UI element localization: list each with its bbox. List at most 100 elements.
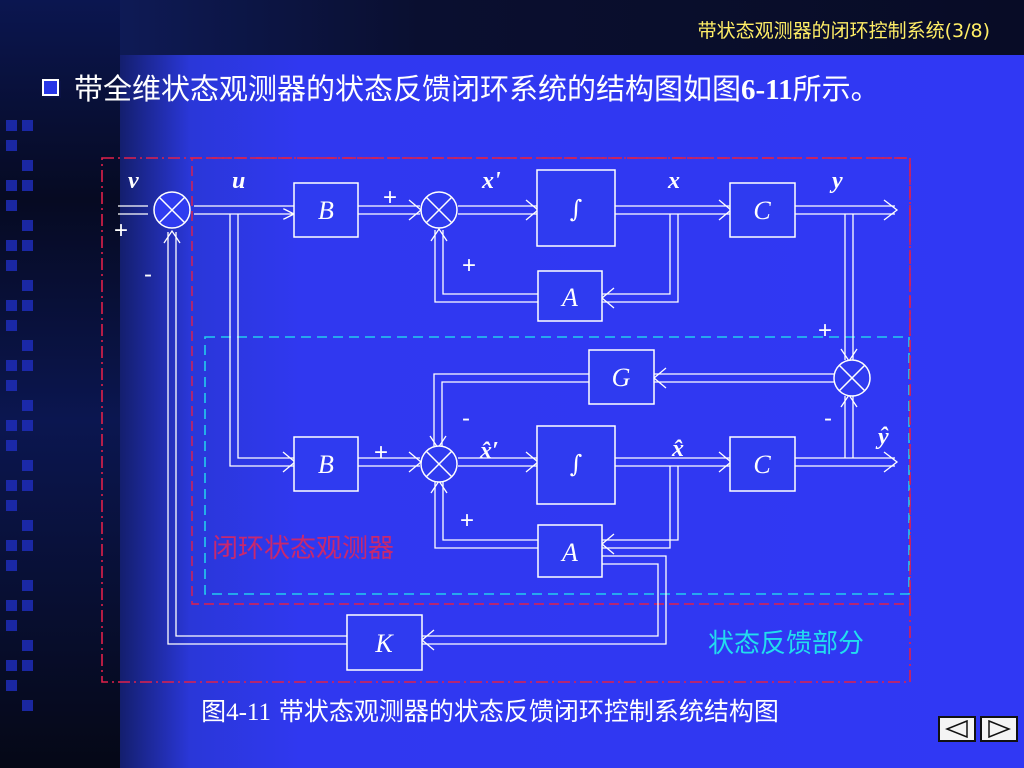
arrow-y — [883, 199, 899, 221]
sign-s4-plus-bottom: + — [460, 507, 474, 534]
arrow-into-s1-bottom — [163, 229, 181, 244]
decorative-square — [22, 180, 33, 191]
decorative-square — [6, 420, 17, 431]
decorative-square — [22, 300, 33, 311]
decorative-square — [6, 380, 17, 391]
decorative-square — [22, 400, 33, 411]
slide-title: 带状态观测器的闭环控制系统(3/8) — [697, 20, 990, 42]
state-feedback-region-border — [101, 157, 911, 683]
line-v-to-s1 — [118, 205, 148, 215]
block-A-plant — [537, 270, 603, 322]
decorative-square — [6, 560, 17, 571]
sign-s1-minus: - — [144, 261, 152, 288]
arrow-into-A-top — [600, 287, 615, 309]
sign-s1-plus: + — [114, 217, 128, 244]
decorative-square — [22, 600, 33, 611]
line-s3-to-G — [654, 373, 834, 383]
block-A-observer — [537, 524, 603, 578]
arrow-into-obs-B — [282, 451, 297, 473]
block-C-observer — [729, 436, 796, 492]
line-yhat-up-to-s3 — [844, 396, 854, 458]
label-integrator-plant: ∫ — [570, 195, 583, 223]
decorative-square — [6, 440, 17, 451]
line-C-to-y — [795, 205, 895, 215]
arrow-into-G — [652, 367, 667, 389]
summing-junction-2 — [420, 191, 458, 229]
arrow-into-s3-top — [840, 348, 858, 363]
label-K: K — [374, 629, 394, 658]
line-u-to-obs-B — [229, 214, 294, 467]
decorative-square — [6, 200, 17, 211]
decorative-square — [6, 180, 17, 191]
line-s2-to-int — [458, 205, 537, 215]
block-B-observer — [293, 436, 359, 492]
block-B-plant — [293, 182, 359, 238]
line-K-to-s1 — [167, 232, 347, 645]
decorative-square — [22, 420, 33, 431]
arrow-into-K — [420, 629, 435, 651]
observer-region-label: 闭环状态观测器 — [212, 534, 394, 564]
caption-text: 带状态观测器的状态反馈闭环控制系统结构图 — [278, 697, 779, 726]
decorative-square — [6, 600, 17, 611]
decorative-square — [22, 480, 33, 491]
decorative-square — [22, 340, 33, 351]
sign-s4-plus-left: + — [374, 439, 388, 466]
prev-slide-button[interactable] — [938, 716, 976, 742]
label-A-plant: A — [560, 283, 578, 312]
decorative-square — [6, 360, 17, 371]
bullet-text-main: 带全维状态观测器的状态反馈闭环系统的结构图如图 — [74, 72, 742, 106]
line-s4-to-int — [458, 457, 537, 467]
figure-caption: 图4-11 带状态观测器的状态反馈闭环控制系统结构图 — [0, 692, 980, 728]
decorative-square — [22, 700, 33, 711]
arrow-into-obsA — [600, 533, 615, 555]
decorative-square — [6, 680, 17, 691]
next-slide-button[interactable] — [980, 716, 1018, 742]
decorative-square — [22, 520, 33, 531]
line-y-to-s3 — [844, 214, 854, 360]
label-B-observer: B — [318, 450, 334, 479]
decorative-square — [6, 260, 17, 271]
decorative-squares — [6, 120, 46, 760]
decorative-square — [22, 280, 33, 291]
label-C-observer: C — [753, 450, 771, 479]
arrow-into-s4-bottom — [430, 479, 448, 494]
sign-s4-minus-top: - — [462, 405, 470, 432]
arrow-into-s3-bottom — [840, 393, 858, 408]
arrow-into-s4 — [408, 451, 423, 473]
decorative-square — [6, 140, 17, 151]
title-band — [120, 0, 1024, 55]
arrow-into-int-top — [525, 199, 540, 221]
decorative-square — [22, 120, 33, 131]
sign-s2-plus-bottom: + — [462, 252, 476, 279]
signal-xhat: x̂ — [671, 436, 684, 462]
line-int-to-C — [615, 205, 730, 215]
slide-navigation — [938, 716, 1024, 744]
bullet-text-tail: 所示。 — [792, 72, 880, 106]
decorative-square — [22, 160, 33, 171]
signal-v: v — [128, 168, 139, 194]
decorative-square — [22, 460, 33, 471]
decorative-square — [6, 240, 17, 251]
bullet-square-icon — [42, 79, 59, 96]
decorative-square — [6, 320, 17, 331]
summing-junction-3 — [833, 359, 871, 397]
line-A-to-s2 — [434, 230, 538, 303]
caption-figure-number: 图4-11 — [201, 699, 271, 726]
line-s1-to-B — [194, 206, 294, 214]
arrow-into-C-top — [718, 199, 733, 221]
decorative-square — [6, 120, 17, 131]
line-obsC-to-s3 — [795, 457, 895, 467]
signal-y: y — [829, 168, 843, 194]
decorative-square — [22, 240, 33, 251]
label-C-plant: C — [753, 196, 771, 225]
signal-x-prime: x' — [481, 168, 501, 194]
decorative-square — [22, 660, 33, 671]
arrow-into-obsC — [718, 451, 733, 473]
line-xhat-to-obsA — [602, 466, 679, 549]
block-K — [346, 614, 423, 671]
signal-yhat: ŷ — [875, 424, 889, 450]
arrow-into-s2-bottom — [430, 227, 448, 242]
observer-region-border — [204, 336, 910, 595]
arrow-into-int-obs — [525, 451, 540, 473]
